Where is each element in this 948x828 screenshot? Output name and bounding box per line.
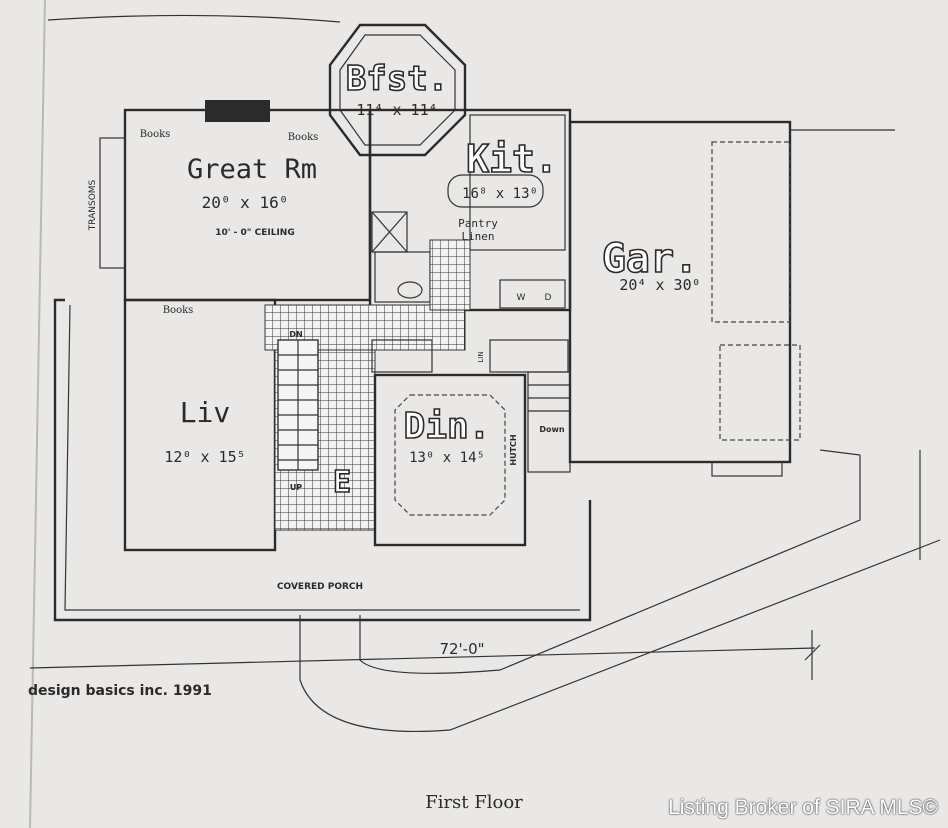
books-label-3: Books (163, 305, 194, 316)
closet-2 (489, 339, 569, 373)
great-room-ceiling-note: 10' - 0" CEILING (215, 228, 294, 238)
hutch-label: HUTCH (509, 434, 518, 465)
garage-car-1 (711, 141, 791, 323)
great-room-label: Great Rm (187, 154, 317, 185)
great-room-size: 20⁰ x 16⁰ (202, 193, 289, 212)
dining-room-walls (373, 373, 527, 547)
mls-watermark: Listing Broker of SIRA MLS© (668, 796, 938, 819)
books-label-1: Books (140, 129, 171, 140)
kitchen-label: Kit. (466, 137, 558, 181)
kitchen-counter (469, 114, 566, 251)
basement-stairs (527, 371, 571, 473)
linen-closet-label: LIN (477, 351, 485, 362)
stairs-down-basement-label: Down (539, 425, 565, 434)
dimension-line (29, 647, 816, 669)
closet-1 (371, 339, 433, 373)
driveway-inner (359, 455, 861, 674)
overall-width-dimension: 72'-0" (439, 640, 484, 658)
laundry (499, 279, 566, 309)
living-room-label: Liv (180, 396, 231, 429)
kitchen-size: 16⁸ x 13⁰ (462, 186, 538, 202)
breakfast-label: Bfst. (346, 59, 448, 99)
covered-porch-label: COVERED PORCH (277, 582, 363, 592)
transom-windows (99, 137, 126, 269)
powder-room (374, 251, 431, 303)
toilet (397, 281, 423, 299)
kitchen-island (447, 174, 544, 208)
pantry-label: Pantry (458, 217, 498, 230)
entry-label: E (333, 465, 351, 500)
driveway-outer (299, 539, 941, 733)
garage-car-2 (719, 344, 801, 441)
stairs-up-label: UP (290, 483, 302, 492)
dryer-label: D (545, 293, 552, 303)
breakfast-size: 11⁴ x 11⁴ (356, 101, 437, 119)
living-room-size: 12⁰ x 15⁵ (164, 448, 245, 466)
top-curve-line (47, 14, 341, 23)
dining-room-label: Din. (404, 406, 491, 447)
washer-label: W (517, 293, 526, 303)
linen-label: Linen (461, 230, 494, 243)
dining-room-size: 13⁰ x 14⁵ (409, 450, 485, 466)
covered-porch-outline (53, 298, 592, 622)
garage-label: Gar. (602, 236, 698, 282)
breakfast-inner-octagon (339, 34, 456, 146)
page-edge (29, 0, 46, 828)
designer-credit: design basics inc. 1991 (28, 683, 212, 699)
garage-size: 20⁴ x 30⁰ (619, 276, 700, 294)
transoms-label: TRANSOMS (88, 179, 98, 231)
dining-table-outline (394, 394, 506, 516)
fireplace (205, 100, 270, 122)
main-stairs (277, 339, 319, 471)
books-label-2: Books (288, 132, 319, 143)
floor-caption: First Floor (425, 792, 523, 813)
breakfast-octagon (328, 23, 467, 157)
stairs-down-label: DN (289, 330, 302, 339)
